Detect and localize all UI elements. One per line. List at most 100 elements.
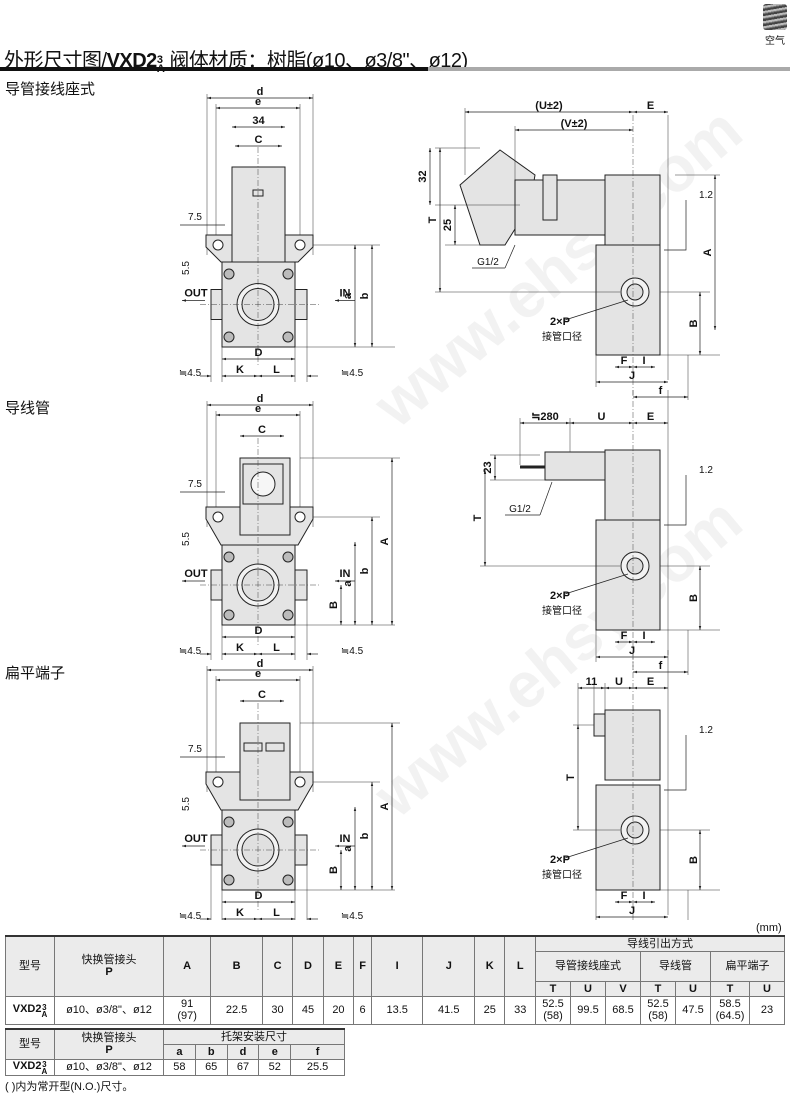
- header-col: E: [322, 935, 355, 997]
- title-prefix: 外形尺寸图/: [4, 50, 107, 72]
- dim-U: U: [598, 411, 606, 423]
- footnote: ( )内为常开型(N.O.)尺寸。: [5, 1081, 134, 1093]
- cell-fitting: ø10、ø3/8"、ø12: [54, 1058, 164, 1076]
- cell-value: 52.5 (58): [640, 995, 676, 1025]
- title-underline: [0, 67, 428, 71]
- dim-C: C: [255, 134, 263, 146]
- mounting-bracket: [664, 735, 687, 791]
- bracket-hole: [294, 239, 306, 251]
- dim-gap-left: ≒4.5: [179, 911, 202, 920]
- mounting-bracket: [664, 475, 687, 526]
- dim-F: F: [621, 630, 628, 642]
- label-2xP: 2×P: [550, 316, 570, 328]
- cell-value: 65: [194, 1058, 228, 1076]
- bracket-hole: [212, 511, 224, 523]
- dim-L: L: [273, 642, 280, 654]
- dim-34: 34: [252, 115, 265, 127]
- cell-value: 41.5: [422, 995, 476, 1025]
- header-sub-col: V: [605, 980, 641, 997]
- header-col: B: [210, 935, 263, 997]
- sup-top: 3: [42, 1002, 47, 1012]
- connector-housing: [514, 179, 606, 236]
- screw-icon: [223, 874, 235, 886]
- dim-d: d: [257, 658, 264, 670]
- label-2xP: 2×P: [550, 854, 570, 866]
- cell-value: 22.5: [210, 995, 263, 1025]
- header-sub-col: T: [710, 980, 750, 997]
- screw-icon: [282, 609, 294, 621]
- port-inner: [626, 557, 644, 575]
- dim-f: f: [659, 660, 663, 672]
- dim-a: a: [342, 580, 354, 587]
- header-col: e: [258, 1043, 292, 1060]
- extension-line: [564, 837, 629, 859]
- dim-K: K: [236, 642, 244, 654]
- cell-value: 52.5 (58): [535, 995, 571, 1025]
- extension-line: [539, 481, 553, 516]
- screw-icon: [282, 551, 294, 563]
- dim-C: C: [258, 689, 266, 701]
- solenoid-coil: [604, 709, 661, 781]
- dim-23: 23: [482, 461, 494, 473]
- cell-value: 20: [322, 995, 355, 1025]
- label-2xP: 2×P: [550, 590, 570, 602]
- flat-terminal: [265, 742, 285, 752]
- sup-bottom: A: [41, 1009, 48, 1019]
- screw-icon: [223, 551, 235, 563]
- label-port-size: 接管口径: [542, 868, 582, 881]
- title-suffix: 阀体材质：树脂(ø10、ø3/8"、ø12): [164, 50, 468, 72]
- label-in: IN: [340, 288, 351, 300]
- label-port-size: 接管口径: [542, 330, 582, 343]
- dim-B: B: [328, 866, 340, 874]
- header-col: f: [290, 1043, 345, 1060]
- extension-line: [504, 244, 516, 269]
- cell-value: 68.5: [605, 995, 641, 1025]
- dim-D: D: [255, 890, 263, 902]
- dim-1-2: 1.2: [699, 465, 713, 476]
- label-in: IN: [340, 568, 351, 580]
- dim-32: 32: [417, 170, 429, 182]
- dim-b: b: [359, 292, 371, 299]
- dim-J: J: [629, 370, 635, 382]
- dim-gap-right: ≒4.5: [341, 368, 364, 379]
- cell-value: 58.5 (64.5): [710, 995, 750, 1025]
- cable-gland: [542, 174, 558, 221]
- header-lead-type: 扁平端子: [710, 950, 785, 982]
- dim-A: A: [702, 248, 714, 256]
- mounting-bracket: [664, 200, 687, 251]
- dim-5-5: 5.5: [181, 261, 192, 275]
- cell-value: 58: [163, 1058, 196, 1076]
- bracket-hole: [212, 239, 224, 251]
- dim-U2: (U±2): [535, 100, 563, 112]
- model-name: VXD2: [12, 1059, 42, 1072]
- dim-a: a: [342, 292, 354, 299]
- dim-K: K: [236, 907, 244, 919]
- screw-icon: [223, 268, 235, 280]
- solenoid-coil: [604, 174, 661, 246]
- solenoid-coil: [239, 722, 291, 801]
- label-in: IN: [340, 833, 351, 845]
- dim-280: ≒280: [531, 411, 559, 423]
- dim-B: B: [688, 319, 700, 327]
- header-col: J: [422, 935, 476, 997]
- dim-B: B: [688, 856, 700, 864]
- header-bracket-group: 托架安装尺寸: [163, 1028, 345, 1045]
- header-sub-col: U: [749, 980, 785, 997]
- dim-C: C: [258, 424, 266, 436]
- cell-value: 13.5: [370, 995, 424, 1025]
- bracket-hole: [212, 776, 224, 788]
- dim-gap-right: ≒4.5: [341, 646, 364, 657]
- dim-A: A: [379, 802, 391, 810]
- label-port-size: 接管口径: [542, 604, 582, 617]
- cell-value: 30: [261, 995, 294, 1025]
- header-sub-col: T: [640, 980, 676, 997]
- dim-K: K: [236, 364, 244, 376]
- cell-value: 99.5: [570, 995, 606, 1025]
